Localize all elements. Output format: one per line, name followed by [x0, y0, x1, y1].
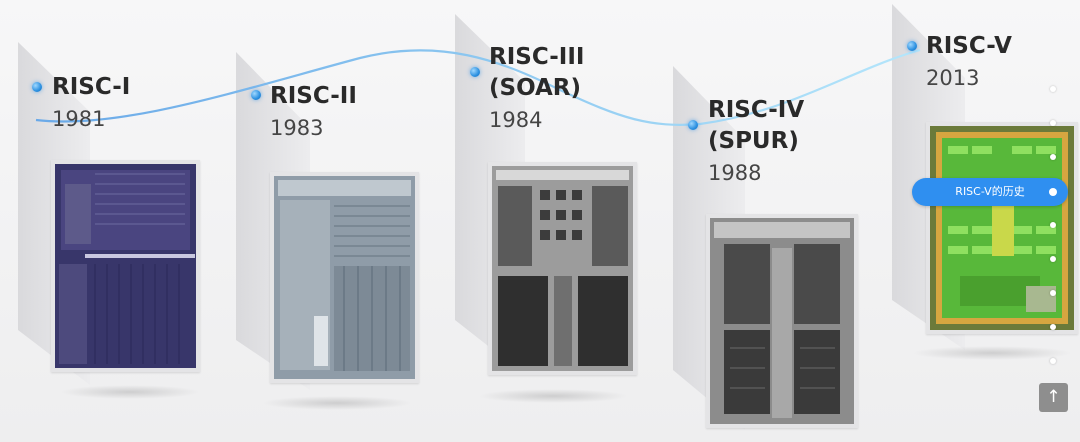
nav-dot[interactable]	[1050, 324, 1056, 330]
milestone-title: RISC-I	[52, 74, 131, 100]
milestone-title-line1: RISC-III	[489, 44, 585, 70]
section-nav	[1048, 80, 1058, 380]
milestone-year: 1988	[708, 161, 762, 185]
milestone-title-line2: (SOAR)	[489, 75, 582, 101]
timeline-dot	[470, 67, 480, 77]
back-to-top-button[interactable]: ↑	[1039, 383, 1068, 412]
risc-v-chip-image	[926, 122, 1078, 334]
milestone-year: 1983	[270, 116, 324, 140]
nav-dot[interactable]	[1050, 154, 1056, 160]
nav-dot[interactable]	[1050, 256, 1056, 262]
nav-dot-active[interactable]	[1049, 188, 1057, 196]
timeline-dot	[688, 120, 698, 130]
milestone-title-line2: (SPUR)	[708, 128, 799, 154]
risc-iii-chip-image	[488, 162, 637, 375]
milestone-year: 2013	[926, 66, 980, 90]
timeline-dot	[32, 82, 42, 92]
risc-i-chip-image	[51, 160, 200, 372]
arrow-up-icon: ↑	[1046, 387, 1061, 407]
milestone-title-line1: RISC-IV	[708, 97, 805, 123]
timeline-dot	[251, 90, 261, 100]
milestone-title: RISC-II	[270, 83, 357, 109]
milestone-title: RISC-V	[926, 33, 1012, 59]
nav-dot[interactable]	[1050, 358, 1056, 364]
milestone-year: 1984	[489, 108, 543, 132]
risc-iv-chip-image	[706, 214, 858, 428]
nav-dot[interactable]	[1050, 120, 1056, 126]
risc-ii-chip-image	[270, 172, 419, 383]
nav-active-section-pill[interactable]: RISC-V的历史	[912, 178, 1068, 206]
nav-dot[interactable]	[1050, 290, 1056, 296]
milestone-year: 1981	[52, 107, 106, 131]
nav-dot[interactable]	[1050, 222, 1056, 228]
timeline-dot	[907, 41, 917, 51]
nav-dot[interactable]	[1050, 86, 1056, 92]
timeline-curve	[35, 48, 921, 126]
